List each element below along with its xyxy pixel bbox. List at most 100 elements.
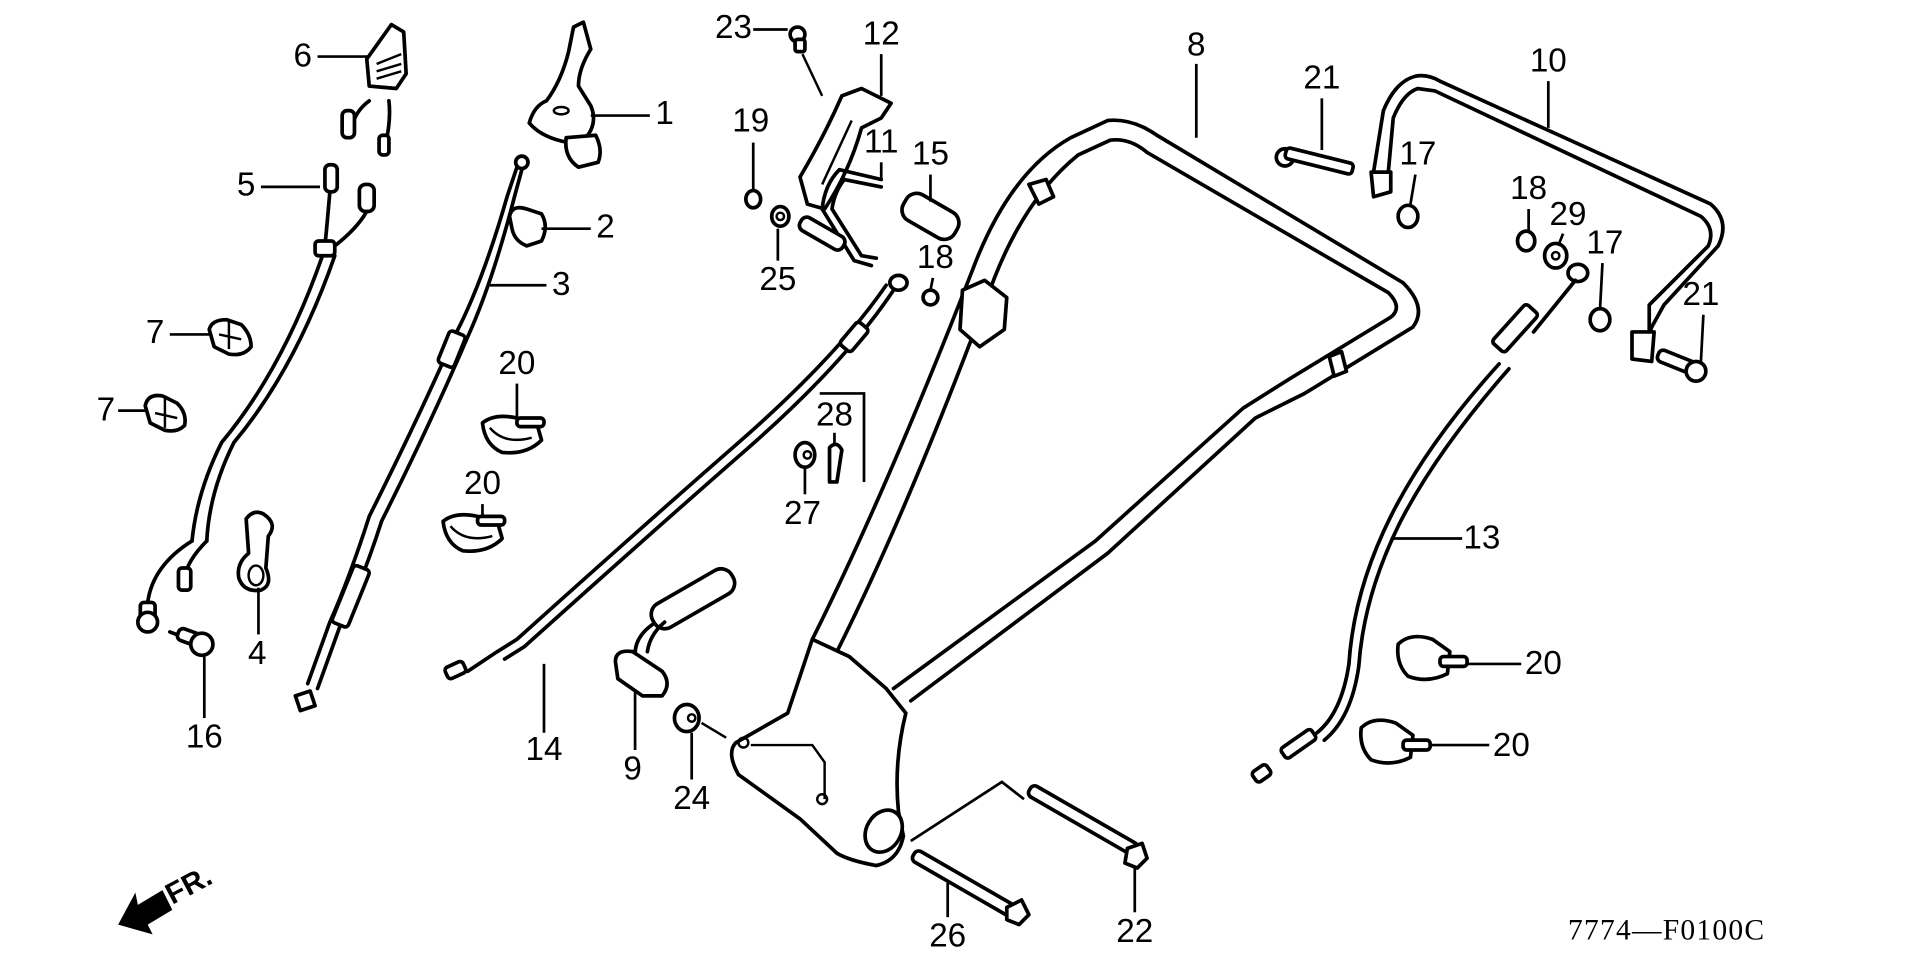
part-washer-19[interactable] <box>744 188 763 210</box>
part-throttle-cable[interactable] <box>293 154 530 713</box>
callout-number: 20 <box>498 345 535 382</box>
callout-6[interactable]: 6 <box>294 37 370 74</box>
callout-number: 22 <box>1116 913 1153 950</box>
callout-7[interactable]: 7 <box>97 391 148 428</box>
callout-21[interactable]: 21 <box>1303 60 1340 150</box>
callout-10[interactable]: 10 <box>1530 42 1567 128</box>
part-collar-29[interactable] <box>1542 241 1569 270</box>
front-direction-indicator: FR. <box>118 860 218 935</box>
part-cotter-pin-28[interactable] <box>827 442 844 484</box>
callout-3[interactable]: 3 <box>489 266 571 303</box>
callout-number: 19 <box>732 103 769 140</box>
callout-number: 24 <box>673 780 710 817</box>
callout-number: 29 <box>1550 196 1587 233</box>
callout-number: 18 <box>917 239 954 276</box>
part-washer-17a[interactable] <box>1396 203 1420 230</box>
part-clip-18b[interactable] <box>1515 229 1537 253</box>
callout-1[interactable]: 1 <box>590 95 674 132</box>
callout-9[interactable]: 9 <box>623 690 642 788</box>
callout-26[interactable]: 26 <box>929 882 966 955</box>
part-bolt-16[interactable] <box>136 610 215 658</box>
part-pin-21b[interactable] <box>1655 348 1708 383</box>
callout-24[interactable]: 24 <box>673 732 710 817</box>
part-control-cable[interactable] <box>1250 262 1590 784</box>
callout-15[interactable]: 15 <box>912 136 949 202</box>
callout-12[interactable]: 12 <box>863 15 900 96</box>
part-lower-handle-mount[interactable] <box>729 637 910 868</box>
callout-number: 25 <box>759 261 796 298</box>
callout-20[interactable]: 20 <box>498 345 535 419</box>
callout-number: 26 <box>929 918 966 955</box>
callout-leader <box>1409 174 1417 205</box>
callout-number: 23 <box>715 9 752 46</box>
part-clip-7a[interactable] <box>207 317 253 357</box>
callout-29[interactable]: 29 <box>1550 196 1587 247</box>
part-clip-7b[interactable] <box>143 393 187 433</box>
callout-17[interactable]: 17 <box>1586 224 1623 310</box>
callout-layer: 1234567789101112131415161717181819202020… <box>97 9 1720 955</box>
part-throttle-lever[interactable] <box>527 20 602 170</box>
part-screw[interactable] <box>788 25 824 97</box>
part-cable-band-20a[interactable] <box>480 414 546 455</box>
callout-20[interactable]: 20 <box>1430 727 1530 764</box>
part-control-bar[interactable] <box>1369 73 1725 364</box>
group-bracket-line <box>819 392 866 482</box>
callout-5[interactable]: 5 <box>237 167 320 204</box>
callout-2[interactable]: 2 <box>541 208 615 245</box>
part-rod-end-14[interactable] <box>888 273 909 293</box>
part-cable-band-20d[interactable] <box>1359 718 1433 765</box>
part-bolt-22[interactable] <box>910 780 1149 870</box>
callout-18[interactable]: 18 <box>1510 170 1547 232</box>
callout-13[interactable]: 13 <box>1390 519 1501 556</box>
callout-number: 20 <box>464 465 501 502</box>
callout-21[interactable]: 21 <box>1682 276 1719 362</box>
callout-19[interactable]: 19 <box>732 103 769 190</box>
callout-number: 4 <box>248 635 266 672</box>
part-cable-band-20c[interactable] <box>1395 634 1469 682</box>
drawing-code: 7774—F0100C <box>1568 914 1765 946</box>
part-collar-25[interactable] <box>769 204 791 229</box>
part-cable-guide[interactable] <box>236 510 275 593</box>
part-cable-band-20b[interactable] <box>441 512 507 553</box>
part-wire-harness[interactable] <box>138 162 376 629</box>
part-switch[interactable] <box>340 22 409 157</box>
callout-number: 6 <box>294 37 312 74</box>
callout-number: 13 <box>1463 519 1500 556</box>
callout-leader <box>929 277 935 291</box>
callout-16[interactable]: 16 <box>186 656 223 756</box>
callout-25[interactable]: 25 <box>759 228 796 298</box>
part-grip[interactable] <box>897 189 963 244</box>
callout-number: 2 <box>596 208 614 245</box>
callout-8[interactable]: 8 <box>1187 26 1206 138</box>
callout-leader <box>1699 314 1705 362</box>
part-washer-17b[interactable] <box>1588 306 1612 333</box>
callout-number: 28 <box>816 396 853 433</box>
part-upper-handle[interactable] <box>810 118 1421 703</box>
callout-23[interactable]: 23 <box>715 9 788 46</box>
callout-11[interactable]: 11 <box>864 123 898 180</box>
part-pin-21a[interactable] <box>1274 146 1356 176</box>
callout-20[interactable]: 20 <box>1467 645 1562 682</box>
callout-number: 20 <box>1525 645 1562 682</box>
part-cable-14[interactable] <box>443 283 896 681</box>
callout-20[interactable]: 20 <box>464 465 501 517</box>
part-cable-clamp[interactable] <box>507 205 548 248</box>
callout-18[interactable]: 18 <box>917 239 954 291</box>
callout-number: 3 <box>552 266 570 303</box>
callout-28[interactable]: 28 <box>816 396 853 446</box>
callout-14[interactable]: 14 <box>526 663 563 768</box>
part-bracket[interactable] <box>798 86 893 211</box>
callout-number: 17 <box>1399 136 1436 173</box>
part-clip-18a[interactable] <box>921 288 940 307</box>
callout-7[interactable]: 7 <box>146 314 210 351</box>
part-washer-27[interactable] <box>793 440 817 470</box>
callout-4[interactable]: 4 <box>248 587 266 672</box>
callout-17[interactable]: 17 <box>1399 136 1436 205</box>
part-nut-24[interactable] <box>672 702 727 739</box>
callout-22[interactable]: 22 <box>1116 868 1153 950</box>
part-lever-9[interactable] <box>613 564 739 698</box>
part-lever-arm[interactable] <box>797 167 884 268</box>
callout-27[interactable]: 27 <box>784 467 821 532</box>
part-bolt-26[interactable] <box>910 849 1031 927</box>
